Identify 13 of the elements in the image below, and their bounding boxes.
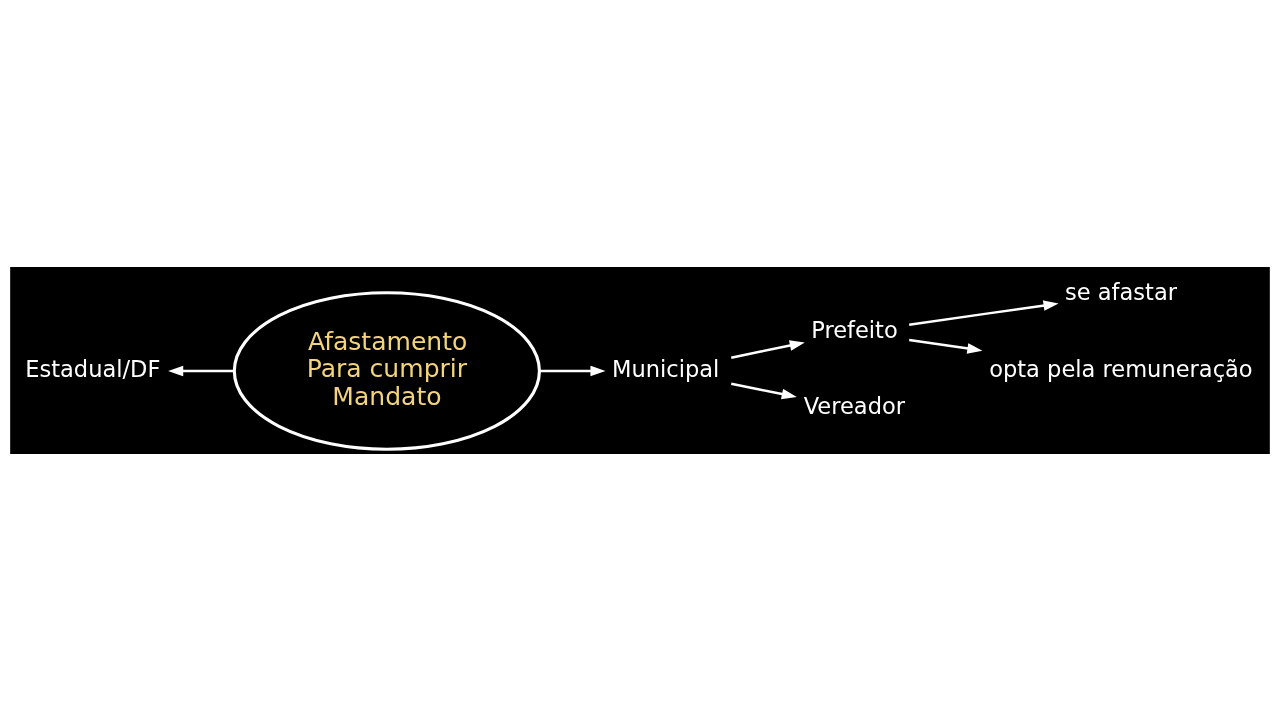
- arrow: [731, 382, 797, 399]
- node-ellipse: Afastamento Para cumprir Mandato: [232, 290, 541, 451]
- node-text: Prefeito: [811, 316, 898, 343]
- arrow: [539, 365, 606, 376]
- arrow: [909, 338, 983, 354]
- arrow: [168, 365, 235, 376]
- node-text: Municipal: [611, 355, 720, 382]
- arrow: [731, 339, 805, 359]
- node-text: Vereador: [803, 392, 906, 419]
- node-text: se afastar: [1064, 278, 1177, 305]
- arrow: [909, 299, 1059, 326]
- node-text: Estadual/DF: [25, 355, 161, 382]
- node-text: opta pela remuneração: [989, 355, 1253, 382]
